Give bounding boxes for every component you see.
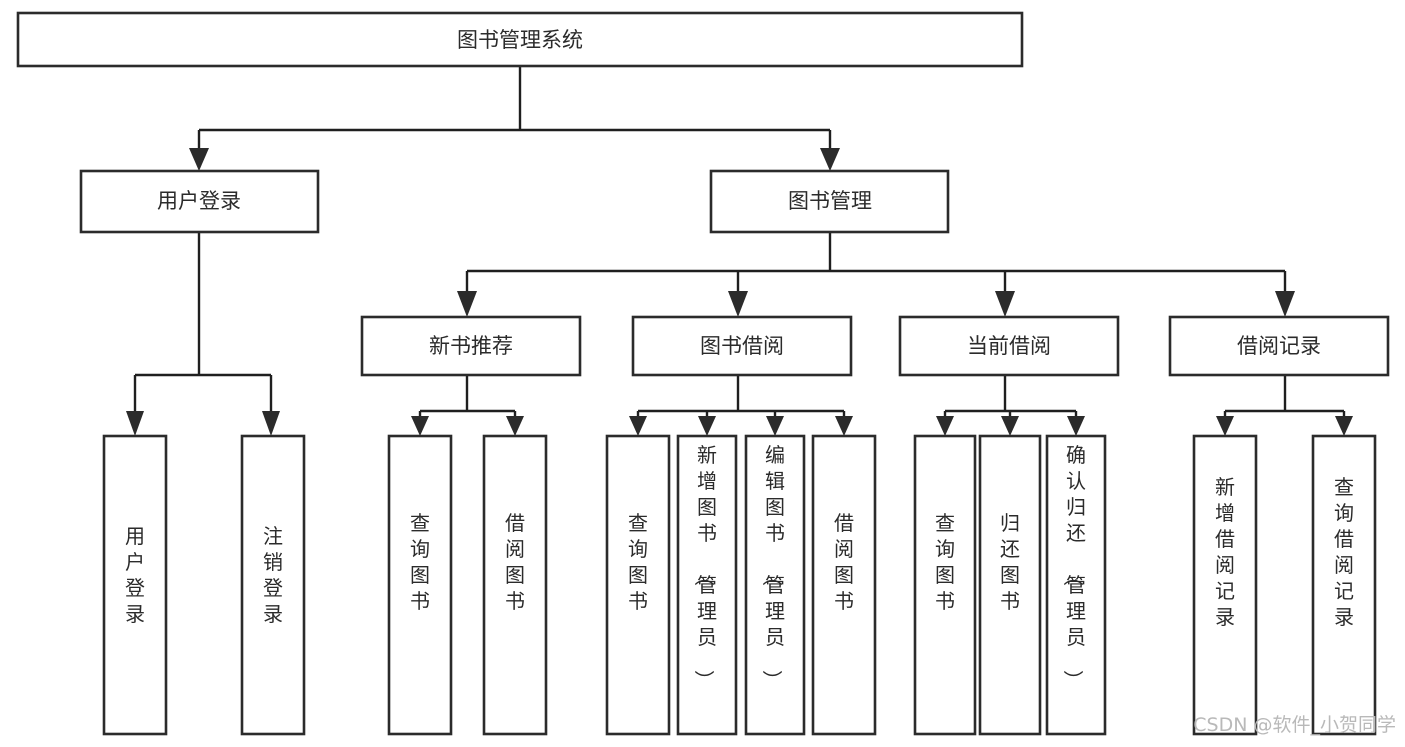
arrow-head-book-mgmt xyxy=(820,148,840,171)
leaf-box-borrow-record-1[interactable] xyxy=(1192,434,1258,736)
leaf-label-book-borrow-4: 借阅图书 xyxy=(834,511,854,613)
leaf-box-new-book-1[interactable] xyxy=(387,434,453,736)
node-current-borrow-label: 当前借阅 xyxy=(967,334,1051,358)
leaf-node[interactable]: 查询图书 xyxy=(387,434,453,736)
arrow-head-bookborrow-leaf-3 xyxy=(766,416,784,436)
node-book-management-label: 图书管理 xyxy=(788,189,872,213)
node-current-borrow[interactable]: 当前借阅 xyxy=(898,315,1120,377)
arrow-head-currentborrow-leaf-2 xyxy=(1001,416,1019,436)
leaf-node[interactable]: 新增图书（管理员） xyxy=(676,434,738,736)
leaf-box-new-book-2[interactable] xyxy=(482,434,548,736)
arrow-head-bookborrow-leaf-1 xyxy=(629,416,647,436)
arrow-head-newbook-leaf-2 xyxy=(506,416,524,436)
leaf-label-user-login-2: 注销登录 xyxy=(263,524,283,626)
node-user-login[interactable]: 用户登录 xyxy=(79,169,320,234)
leaf-label-borrow-record-1: 新增借阅记录 xyxy=(1215,475,1235,629)
leaf-node[interactable]: 借阅图书 xyxy=(811,434,877,736)
connector-group-book-borrow xyxy=(629,375,853,436)
connector-group-borrow-record xyxy=(1216,375,1353,436)
leaf-node[interactable]: 编辑图书（管理员） xyxy=(744,434,806,736)
leaf-box-book-borrow-4[interactable] xyxy=(811,434,877,736)
arrow-head-user-login xyxy=(189,148,209,171)
leaf-node[interactable]: 确认归还（管理员） xyxy=(1045,434,1107,736)
arrow-head-new-book xyxy=(457,291,477,317)
connector-group-root xyxy=(189,66,840,171)
leaf-label-current-borrow-2: 归还图书 xyxy=(1000,511,1020,613)
arrow-head-borrowrecord-leaf-1 xyxy=(1216,416,1234,436)
leaf-label-borrow-record-2: 查询借阅记录 xyxy=(1334,475,1354,629)
arrow-head-borrowrecord-leaf-2 xyxy=(1335,416,1353,436)
leaf-box-book-borrow-1[interactable] xyxy=(605,434,671,736)
leaf-box-current-borrow-3[interactable] xyxy=(1045,434,1107,736)
node-root-label: 图书管理系统 xyxy=(457,28,583,52)
leaf-box-borrow-record-2[interactable] xyxy=(1311,434,1377,736)
leaf-label-book-borrow-1: 查询图书 xyxy=(628,511,648,613)
leaf-label-current-borrow-1: 查询图书 xyxy=(935,511,955,613)
connector-group-book-mgmt xyxy=(457,232,1295,317)
leaf-label-new-book-1: 查询图书 xyxy=(410,511,430,613)
leaf-label-current-borrow-3: 确认归还（管理员） xyxy=(1061,443,1086,690)
leaf-box-book-borrow-3[interactable] xyxy=(744,434,806,736)
arrow-head-leaf-user-login-2 xyxy=(262,411,280,436)
node-root-box[interactable] xyxy=(16,11,1024,68)
node-book-management-box[interactable] xyxy=(709,169,950,234)
csdn-watermark: CSDN @软件_小贺同学 xyxy=(1193,714,1396,736)
node-borrow-record[interactable]: 借阅记录 xyxy=(1168,315,1390,377)
node-book-borrow-label: 图书借阅 xyxy=(700,334,784,358)
arrow-head-leaf-user-login-1 xyxy=(126,411,144,436)
connector-group-user-login xyxy=(126,232,280,436)
arrow-head-book-borrow xyxy=(728,291,748,317)
leaf-label-book-borrow-3: 编辑图书（管理员） xyxy=(760,443,785,690)
leaf-label-user-login-1: 用户登录 xyxy=(125,524,145,626)
leaf-node[interactable]: 借阅图书 xyxy=(482,434,548,736)
node-book-borrow-box[interactable] xyxy=(631,315,853,377)
arrow-head-bookborrow-leaf-4 xyxy=(835,416,853,436)
node-new-book-recommend-label: 新书推荐 xyxy=(429,334,513,358)
leaf-box-current-borrow-2[interactable] xyxy=(978,434,1042,736)
leaf-node[interactable]: 用户登录 xyxy=(102,434,168,736)
node-current-borrow-box[interactable] xyxy=(898,315,1120,377)
leaf-box-current-borrow-1[interactable] xyxy=(913,434,977,736)
node-root[interactable]: 图书管理系统 xyxy=(16,11,1024,68)
node-user-login-label: 用户登录 xyxy=(157,189,241,213)
connector-group-new-book xyxy=(411,375,524,436)
leaf-label-new-book-2: 借阅图书 xyxy=(505,511,525,613)
node-borrow-record-box[interactable] xyxy=(1168,315,1390,377)
leaf-box-user-login-1[interactable] xyxy=(102,434,168,736)
node-new-book-recommend[interactable]: 新书推荐 xyxy=(360,315,582,377)
arrow-head-currentborrow-leaf-3 xyxy=(1067,416,1085,436)
leaf-label-book-borrow-2: 新增图书（管理员） xyxy=(692,443,717,690)
arrow-head-current-borrow xyxy=(995,291,1015,317)
leaf-node[interactable]: 查询图书 xyxy=(605,434,671,736)
node-book-borrow[interactable]: 图书借阅 xyxy=(631,315,853,377)
node-new-book-recommend-box[interactable] xyxy=(360,315,582,377)
arrow-head-newbook-leaf-1 xyxy=(411,416,429,436)
node-borrow-record-label: 借阅记录 xyxy=(1237,334,1321,358)
arrow-head-currentborrow-leaf-1 xyxy=(936,416,954,436)
leaf-box-book-borrow-2[interactable] xyxy=(676,434,738,736)
leaf-node[interactable]: 新增借阅记录 xyxy=(1192,434,1258,736)
leaf-node[interactable]: 查询借阅记录 xyxy=(1311,434,1377,736)
arrow-head-bookborrow-leaf-2 xyxy=(698,416,716,436)
node-book-management[interactable]: 图书管理 xyxy=(709,169,950,234)
arrow-head-borrow-record xyxy=(1275,291,1295,317)
connector-group-current-borrow xyxy=(936,375,1085,436)
node-user-login-box[interactable] xyxy=(79,169,320,234)
leaf-node[interactable]: 注销登录 xyxy=(240,434,306,736)
leaf-node[interactable]: 归还图书 xyxy=(978,434,1042,736)
leaf-box-user-login-2[interactable] xyxy=(240,434,306,736)
leaf-node[interactable]: 查询图书 xyxy=(913,434,977,736)
